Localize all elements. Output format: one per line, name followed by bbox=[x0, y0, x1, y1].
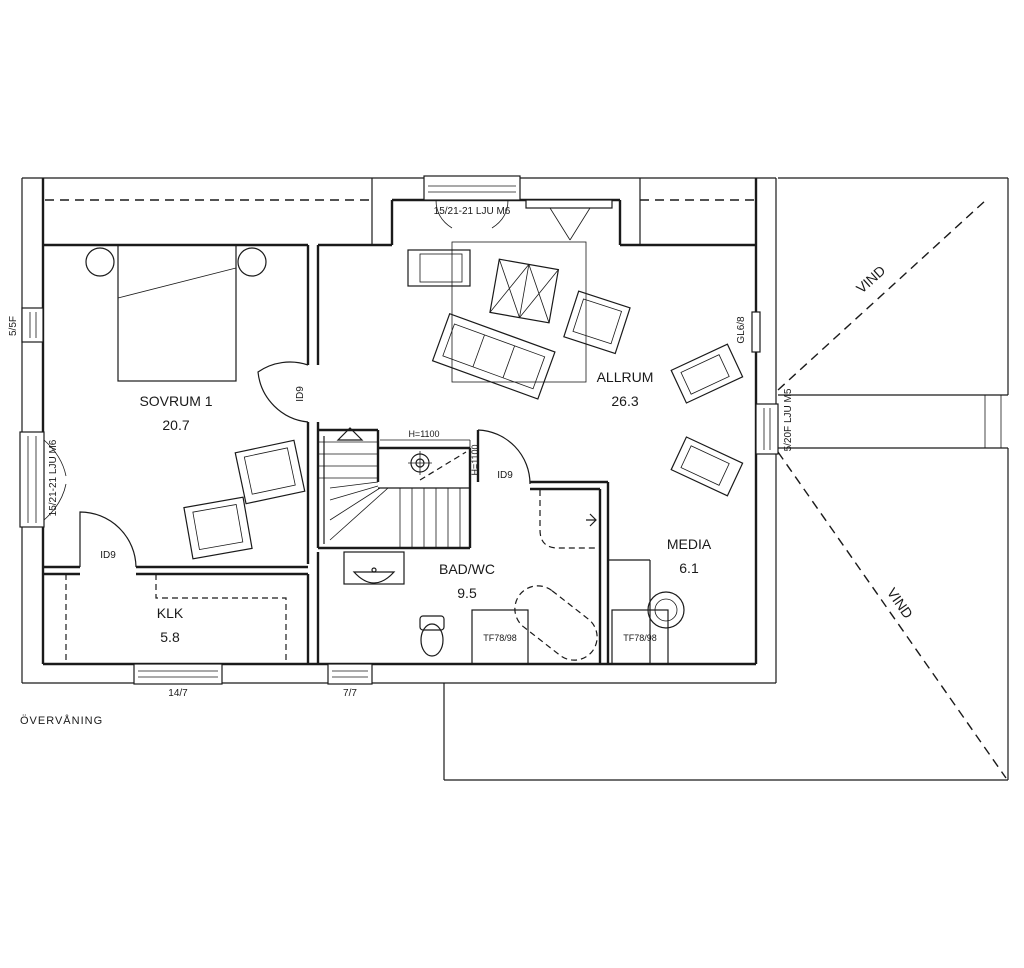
window-label-left-lower: 15/21-21 LJU M6 bbox=[48, 439, 59, 516]
window-left-upper bbox=[21, 307, 44, 343]
shower-area bbox=[539, 490, 598, 549]
window-label-bottom-mid: 7/7 bbox=[343, 688, 357, 699]
window-label-right-lower: 5/20F LJU M5 bbox=[783, 388, 794, 451]
closet-label-bad: TF78/98 bbox=[483, 633, 517, 643]
window-top bbox=[423, 175, 521, 229]
double-bed bbox=[117, 244, 237, 382]
closet-top bbox=[525, 199, 613, 209]
doors bbox=[79, 361, 531, 568]
window-label-left-upper: 5/5F bbox=[8, 316, 19, 336]
room-area-sovrum: 20.7 bbox=[162, 417, 189, 433]
bath-fixtures bbox=[343, 490, 685, 665]
room-name-allrum: ALLRUM bbox=[597, 369, 654, 385]
room-area-media: 6.1 bbox=[679, 560, 699, 576]
room-name-media: MEDIA bbox=[667, 536, 712, 552]
closet-media bbox=[611, 609, 669, 665]
coffee-table bbox=[489, 258, 560, 324]
door-label-bad: ID9 bbox=[497, 470, 513, 481]
room-area-klk: 5.8 bbox=[160, 629, 180, 645]
door-label-sovrum: ID9 bbox=[295, 386, 306, 402]
recliner-right-upper bbox=[670, 343, 744, 404]
height-label-horizontal: H=1100 bbox=[408, 429, 439, 439]
window-label-bottom-left: 14/7 bbox=[168, 688, 188, 699]
washer-icon bbox=[647, 591, 685, 629]
attic-label-upper: VIND bbox=[853, 262, 889, 296]
window-bottom-left bbox=[133, 663, 223, 685]
walls bbox=[41, 178, 758, 666]
sofa bbox=[431, 312, 556, 400]
height-label-vertical: H=1100 bbox=[470, 444, 480, 475]
floor-label: ÖVERVÅNING bbox=[20, 714, 103, 727]
armchair-lower bbox=[183, 496, 253, 560]
sovrum-furniture bbox=[85, 244, 306, 560]
nightstand-lamp-left bbox=[85, 247, 115, 277]
room-name-klk: KLK bbox=[157, 605, 184, 621]
windows bbox=[19, 175, 779, 685]
door-swing-sovrum bbox=[257, 361, 309, 423]
window-bottom-mid bbox=[327, 663, 373, 685]
room-name-bad: BAD/WC bbox=[439, 561, 495, 577]
window-right-upper bbox=[751, 311, 761, 353]
armchair-upper bbox=[234, 439, 306, 505]
staircase bbox=[318, 427, 471, 548]
toilet-tank bbox=[419, 615, 445, 631]
recliner-top bbox=[407, 249, 471, 287]
drain-icon bbox=[586, 513, 597, 527]
rug bbox=[451, 241, 587, 383]
armchair-allrum bbox=[563, 290, 631, 355]
washbasin bbox=[343, 551, 405, 585]
door-swing-bad bbox=[477, 429, 531, 485]
annotations: 15/21-21 LJU M6 5/5F 15/21-21 LJU M6 14/… bbox=[8, 206, 916, 727]
nightstand-lamp-right bbox=[237, 247, 267, 277]
door-label-klk: ID9 bbox=[100, 550, 116, 561]
room-name-sovrum: SOVRUM 1 bbox=[139, 393, 212, 409]
attic-label-lower: VIND bbox=[884, 585, 916, 622]
window-left-lower bbox=[19, 431, 45, 528]
toilet bbox=[420, 623, 444, 657]
allrum-furniture bbox=[407, 241, 744, 497]
room-area-allrum: 26.3 bbox=[611, 393, 638, 409]
closet-bad bbox=[471, 609, 529, 665]
window-right-lower bbox=[755, 403, 779, 455]
door-swing-klk bbox=[79, 511, 137, 568]
room-labels: SOVRUM 1 20.7 ALLRUM 26.3 KLK 5.8 BAD/WC… bbox=[139, 369, 711, 645]
window-label-right-upper: GL6/8 bbox=[736, 316, 747, 344]
recliner-right-lower bbox=[670, 436, 744, 497]
klk-shelving bbox=[65, 574, 287, 660]
room-area-bad: 9.5 bbox=[457, 585, 477, 601]
closet-label-media: TF78/98 bbox=[623, 633, 657, 643]
bathtub bbox=[514, 585, 598, 661]
window-label-top: 15/21-21 LJU M6 bbox=[434, 206, 511, 217]
